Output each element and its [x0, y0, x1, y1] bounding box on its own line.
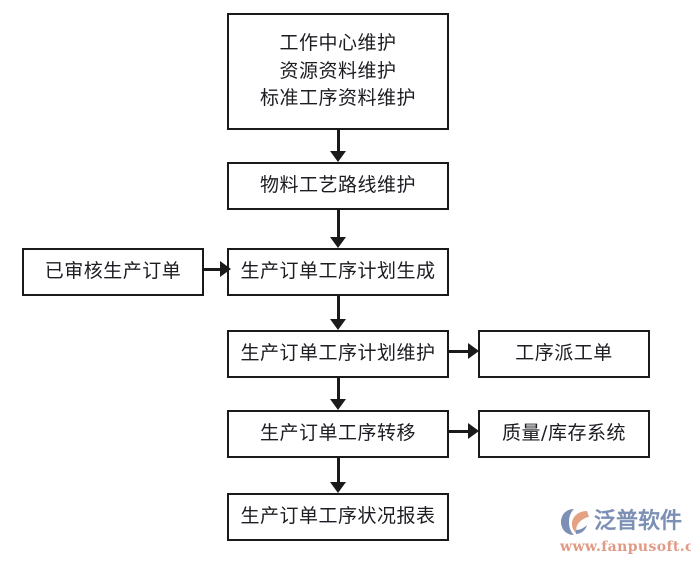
- node-plan-generate[interactable]: 生产订单工序计划生成: [227, 248, 449, 296]
- edge-plan-generate-to-plan-maintain: [337, 296, 340, 319]
- edge-transfer-to-qc-inventory: [449, 430, 470, 433]
- arrow-down-icon: [330, 482, 346, 493]
- node-status-report-label: 生产订单工序状况报表: [240, 505, 436, 528]
- fanpu-logo-icon: [561, 508, 589, 535]
- edge-transfer-to-status-report: [337, 458, 340, 482]
- arrow-down-icon: [330, 237, 346, 248]
- node-plan-generate-label: 生产订单工序计划生成: [240, 260, 436, 283]
- node-approved-order-label: 已审核生产订单: [44, 260, 182, 283]
- node-routing[interactable]: 物料工艺路线维护: [227, 162, 449, 210]
- arrow-down-icon: [330, 319, 346, 330]
- node-transfer[interactable]: 生产订单工序转移: [227, 410, 449, 458]
- node-approved-order[interactable]: 已审核生产订单: [22, 248, 204, 296]
- node-plan-maintain[interactable]: 生产订单工序计划维护: [227, 330, 449, 378]
- watermark: 泛普软件 www.fanpusoft.com: [560, 503, 691, 559]
- node-dispatch-order[interactable]: 工序派工单: [478, 330, 650, 378]
- node-qc-inventory[interactable]: 质量/库存系统: [478, 410, 650, 458]
- node-routing-label: 物料工艺路线维护: [259, 174, 416, 197]
- edge-approved-order-to-plan-generate: [204, 268, 222, 271]
- arrow-down-icon: [330, 151, 346, 162]
- node-basic-data[interactable]: 工作中心维护 资源资料维护 标准工序资料维护: [227, 13, 449, 130]
- node-basic-data-line-2: 资源资料维护: [279, 59, 397, 82]
- arrow-right-icon: [220, 261, 231, 277]
- node-basic-data-line-3: 标准工序资料维护: [259, 87, 416, 110]
- node-basic-data-line-1: 工作中心维护: [279, 32, 397, 55]
- watermark-brand: 泛普软件: [594, 508, 683, 534]
- edge-plan-maintain-to-dispatch-order: [449, 350, 470, 353]
- node-dispatch-order-label: 工序派工单: [515, 342, 613, 365]
- edge-plan-maintain-to-transfer: [337, 378, 340, 399]
- watermark-url: www.fanpusoft.com: [560, 538, 691, 555]
- arrow-right-icon: [468, 343, 479, 359]
- edge-routing-to-plan-generate: [337, 210, 340, 237]
- node-status-report[interactable]: 生产订单工序状况报表: [227, 493, 449, 541]
- arrow-down-icon: [330, 399, 346, 410]
- edge-basic-data-to-routing: [337, 130, 340, 151]
- node-qc-inventory-label: 质量/库存系统: [502, 422, 626, 445]
- node-transfer-label: 生产订单工序转移: [259, 422, 416, 445]
- node-plan-maintain-label: 生产订单工序计划维护: [240, 342, 436, 365]
- watermark-top-row: 泛普软件: [560, 508, 682, 536]
- arrow-right-icon: [468, 423, 479, 439]
